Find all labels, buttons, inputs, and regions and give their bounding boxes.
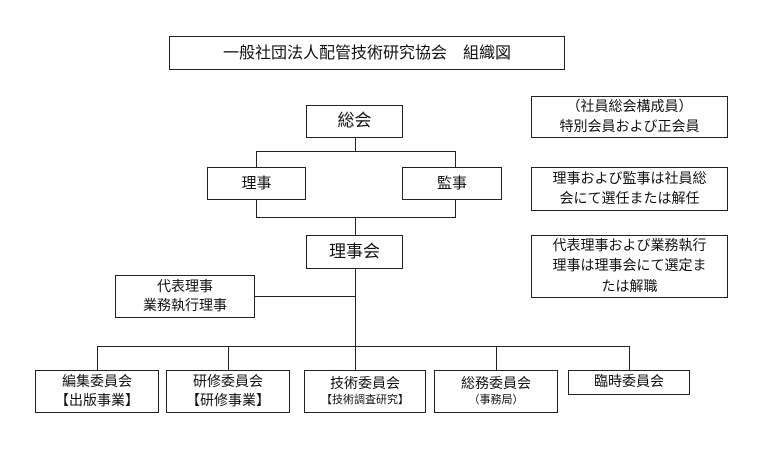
connector-committee-4: [496, 346, 497, 370]
committee-editorial: 編集委員会 【出版事業】: [35, 370, 159, 413]
note-members: （社員総会構成員） 特別会員および正会員: [531, 96, 728, 138]
note-representative: 代表理事および業務執行 理事は理事会にて選定ま たは解職: [531, 235, 728, 298]
directors-label: 理事: [241, 173, 272, 192]
board-label: 理事会: [329, 241, 380, 262]
connector-to-board: [355, 217, 356, 235]
committee-sub: 【出版事業】: [55, 392, 139, 409]
committee-name: 研修委員会: [193, 374, 263, 391]
connector-committees-bus: [97, 346, 629, 347]
executive-director-label: 業務執行理事: [143, 297, 227, 314]
board-box: 理事会: [306, 235, 403, 269]
committee-name: 臨時委員会: [594, 374, 664, 391]
committee-sub: （事務局）: [468, 393, 524, 407]
connector-general-down: [355, 138, 356, 151]
auditor-box: 監事: [402, 167, 502, 200]
connector-committee-5: [629, 346, 630, 370]
auditor-label: 監事: [436, 173, 467, 192]
chart-title: 一般社団法人配管技術研究協会 組織図: [169, 36, 565, 70]
representative-box: 代表理事 業務執行理事: [115, 275, 255, 318]
connector-directors-up: [256, 151, 257, 167]
note-line: 代表理事および業務執行: [552, 238, 707, 255]
note-line: たは解職: [601, 278, 658, 295]
general-meeting-box: 総会: [306, 105, 403, 138]
note-line: 理事は理事会にて選定ま: [552, 258, 707, 275]
general-meeting-label: 総会: [337, 111, 372, 132]
committee-technical: 技術委員会 【技術調査研究】: [304, 370, 426, 413]
committee-sub: 【技術調査研究】: [321, 393, 409, 407]
connector-representative: [254, 296, 355, 297]
committee-sub: 【研修事業】: [186, 392, 270, 409]
connector-committee-2: [228, 346, 229, 370]
note-line: 理事および監事は社員総: [552, 170, 707, 187]
committee-training: 研修委員会 【研修事業】: [166, 370, 290, 413]
note-officers: 理事および監事は社員総 会にて選任または解任: [531, 167, 728, 211]
connector-committee-1: [97, 346, 98, 370]
connector-committee-3: [355, 346, 356, 370]
connector-auditor-up: [455, 151, 456, 167]
chart-title-text: 一般社団法人配管技術研究協会 組織図: [222, 42, 511, 62]
committee-name: 総務委員会: [461, 376, 531, 393]
connector-officers-top: [256, 151, 456, 152]
note-line: 特別会員および正会員: [559, 119, 700, 135]
committee-general-affairs: 総務委員会 （事務局）: [434, 370, 558, 413]
representative-director-label: 代表理事: [157, 279, 213, 296]
connector-board-down: [355, 269, 356, 346]
committee-name: 技術委員会: [330, 376, 400, 393]
committee-temporary: 臨時委員会: [568, 370, 690, 395]
connector-officers-bottom: [256, 217, 456, 218]
committee-name: 編集委員会: [62, 374, 132, 391]
note-line: 会にて選任または解任: [559, 191, 700, 207]
connector-auditor-down: [455, 200, 456, 217]
connector-directors-down: [256, 200, 257, 217]
note-line: （社員総会構成員）: [566, 98, 693, 115]
directors-box: 理事: [207, 167, 306, 200]
